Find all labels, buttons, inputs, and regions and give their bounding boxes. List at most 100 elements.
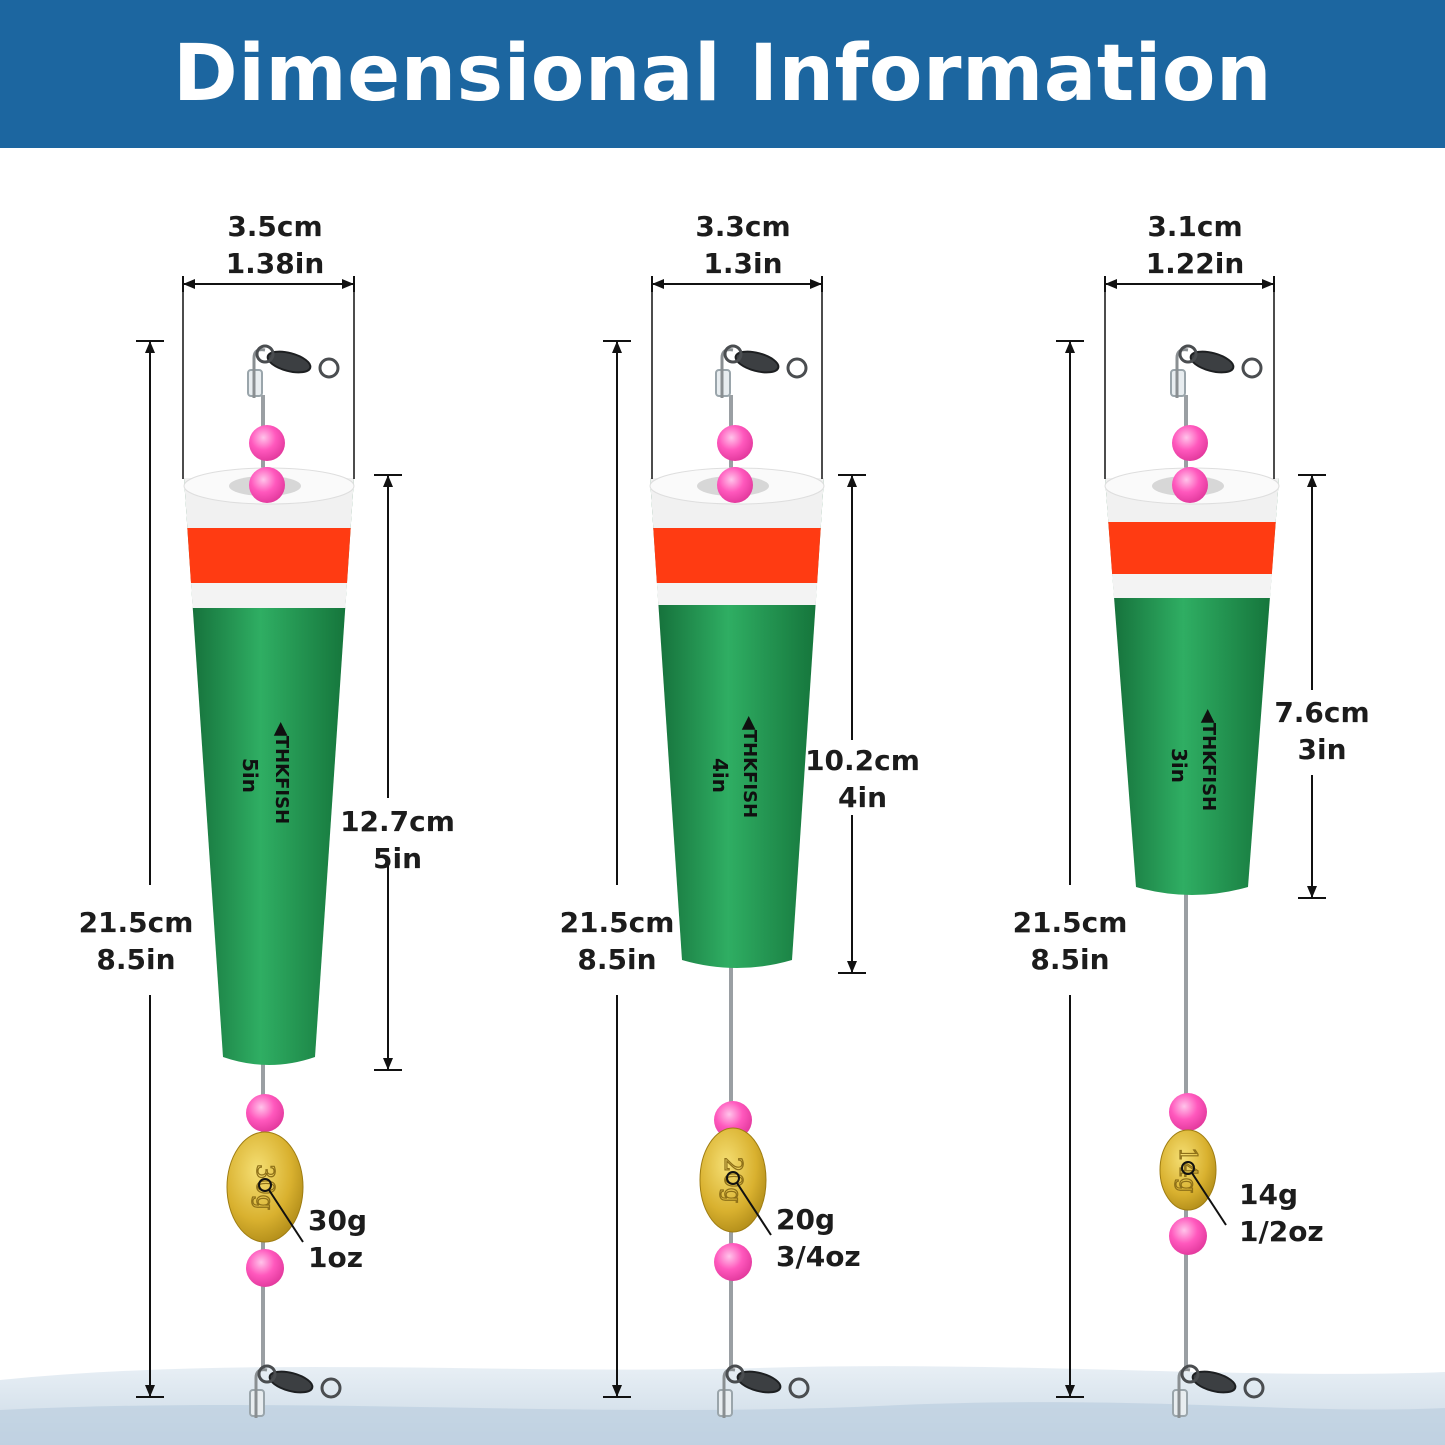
body-length-dimension-1 bbox=[374, 474, 402, 1071]
width-dimension-arrow-end-1 bbox=[342, 279, 354, 289]
pink-bead-bottom-1-2 bbox=[246, 1249, 284, 1287]
size-mark-1: 5in bbox=[238, 758, 262, 794]
width-dimension-arrow-start-3 bbox=[1105, 279, 1117, 289]
total-length-dimension-arrow-start-2 bbox=[612, 341, 622, 353]
body-length-dimension-arrow-end-2 bbox=[847, 961, 857, 973]
body-cm-2: 10.2cm bbox=[805, 744, 920, 777]
swivel-eye-bottom-3 bbox=[1180, 1364, 1200, 1384]
swivel-eye-top-2 bbox=[723, 344, 743, 364]
weight-oz-2: 3/4oz bbox=[776, 1240, 861, 1273]
float-band-white-bottom-3 bbox=[1112, 574, 1272, 598]
width-cm-3: 3.1cm bbox=[1147, 210, 1243, 243]
body-length-label-2: 10.2cm 4in bbox=[795, 742, 930, 816]
total-cm-3: 21.5cm bbox=[1012, 906, 1128, 939]
weight-g-3: 14g bbox=[1239, 1178, 1299, 1211]
total-length-dimension-arrow-start-3 bbox=[1065, 341, 1075, 353]
product-illustration: 30g 20g 14g bbox=[0, 276, 1445, 1445]
swivel-ring-bottom-3 bbox=[1243, 1377, 1265, 1399]
weight-oz-1: 1oz bbox=[308, 1241, 364, 1274]
weight-pointer-line-2 bbox=[736, 1182, 772, 1236]
body-length-dimension-3 bbox=[1298, 474, 1326, 899]
body-length-dimension-arrow-end-3 bbox=[1307, 886, 1317, 898]
width-label-3: 3.1cm 1.22in bbox=[1125, 208, 1265, 282]
brand-logo-2: ◀THKFISH bbox=[739, 716, 760, 819]
swivel-ring-top-3 bbox=[1241, 357, 1263, 379]
size-mark-3: 3in bbox=[1167, 748, 1191, 784]
weight-g-2: 20g bbox=[776, 1203, 836, 1236]
swivel-eye-bottom-1 bbox=[257, 1364, 277, 1384]
pink-bead-bottom-3-2 bbox=[1169, 1217, 1207, 1255]
popping-cork-float-2: 20g bbox=[649, 344, 825, 1418]
total-length-dimension-2 bbox=[603, 340, 631, 1398]
weight-pointer-dot-2 bbox=[726, 1171, 740, 1185]
swivel-bottom-1 bbox=[249, 1364, 342, 1418]
brand-logo-3: ◀THKFISH bbox=[1198, 709, 1219, 812]
swivel-barrel-bottom-1 bbox=[268, 1370, 314, 1394]
weight-label-1: 30g 1oz bbox=[308, 1202, 367, 1276]
pink-bead-in-hole-2 bbox=[717, 467, 753, 503]
weight-label-2: 20g 3/4oz bbox=[776, 1201, 861, 1275]
swivel-barrel-bottom-3 bbox=[1191, 1370, 1237, 1394]
total-length-label-1: 21.5cm 8.5in bbox=[66, 904, 206, 978]
swivel-bottom-3 bbox=[1172, 1364, 1265, 1418]
body-length-label-1: 12.7cm 5in bbox=[330, 803, 465, 877]
width-dimension-arrow-end-3 bbox=[1262, 279, 1274, 289]
swivel-barrel-top-2 bbox=[734, 350, 780, 374]
pink-bead-top-2-1 bbox=[717, 425, 753, 461]
body-length-dimension-arrow-end-1 bbox=[383, 1058, 393, 1070]
water-wave-foreground bbox=[0, 1402, 1445, 1445]
total-cm-2: 21.5cm bbox=[559, 906, 675, 939]
body-label-gap-3 bbox=[1306, 690, 1318, 775]
swivel-eye-top-1 bbox=[255, 344, 275, 364]
page-title: Dimensional Information bbox=[172, 29, 1273, 119]
pink-bead-bottom-1-1 bbox=[246, 1094, 284, 1132]
total-label-gap-3 bbox=[1064, 885, 1076, 995]
header-banner: Dimensional Information bbox=[0, 0, 1445, 148]
width-in-1: 1.38in bbox=[225, 247, 325, 280]
weight-pointer-line-1 bbox=[268, 1189, 304, 1243]
swivel-ring-bottom-1 bbox=[320, 1377, 342, 1399]
swivel-top-3 bbox=[1170, 344, 1263, 398]
popping-cork-float-3: 14g bbox=[1104, 344, 1280, 1418]
swivel-barrel-top-3 bbox=[1189, 350, 1235, 374]
total-length-dimension-3 bbox=[1056, 340, 1084, 1398]
body-cm-3: 7.6cm bbox=[1274, 696, 1370, 729]
body-label-gap-1 bbox=[382, 798, 394, 860]
body-label-gap-2 bbox=[846, 740, 858, 815]
width-cm-1: 3.5cm bbox=[227, 210, 323, 243]
width-dimension-arrow-start-2 bbox=[652, 279, 664, 289]
total-label-gap-2 bbox=[611, 885, 623, 995]
sinker-engraving-2: 20g bbox=[719, 1157, 747, 1203]
total-length-dimension-arrow-end-2 bbox=[612, 1385, 622, 1397]
pink-bead-bottom-2-2 bbox=[714, 1243, 752, 1281]
total-length-label-2: 21.5cm 8.5in bbox=[547, 904, 687, 978]
total-length-dimension-arrow-start-1 bbox=[145, 341, 155, 353]
width-cm-2: 3.3cm bbox=[695, 210, 791, 243]
total-length-dimension-1 bbox=[136, 340, 164, 1398]
body-cm-1: 12.7cm bbox=[340, 805, 455, 838]
weight-g-1: 30g bbox=[308, 1204, 368, 1237]
body-length-dimension-arrow-start-2 bbox=[847, 475, 857, 487]
float-band-red-2 bbox=[653, 528, 821, 583]
swivel-eye-bottom-2 bbox=[725, 1364, 745, 1384]
total-cm-1: 21.5cm bbox=[78, 906, 194, 939]
pink-bead-in-hole-1 bbox=[249, 467, 285, 503]
body-in-3: 3in bbox=[1297, 733, 1347, 766]
float-band-red-3 bbox=[1108, 522, 1276, 574]
total-length-label-3: 21.5cm 8.5in bbox=[1000, 904, 1140, 978]
size-mark-2: 4in bbox=[708, 758, 732, 794]
brand-text-1: THKFISH bbox=[271, 735, 292, 825]
brand-text-2: THKFISH bbox=[739, 729, 760, 819]
body-in-2: 4in bbox=[837, 781, 887, 814]
width-label-1: 3.5cm 1.38in bbox=[205, 208, 345, 282]
brand-text-3: THKFISH bbox=[1198, 722, 1219, 812]
width-dimension-arrow-end-2 bbox=[810, 279, 822, 289]
pink-bead-bottom-3-1 bbox=[1169, 1093, 1207, 1131]
width-dimension-arrow-start-1 bbox=[183, 279, 195, 289]
body-length-dimension-2 bbox=[838, 474, 866, 974]
total-length-dimension-arrow-end-3 bbox=[1065, 1385, 1075, 1397]
pink-bead-in-hole-3 bbox=[1172, 467, 1208, 503]
float-band-white-bottom-1 bbox=[190, 583, 348, 608]
swivel-ring-top-1 bbox=[318, 357, 340, 379]
swivel-top-2 bbox=[715, 344, 808, 398]
